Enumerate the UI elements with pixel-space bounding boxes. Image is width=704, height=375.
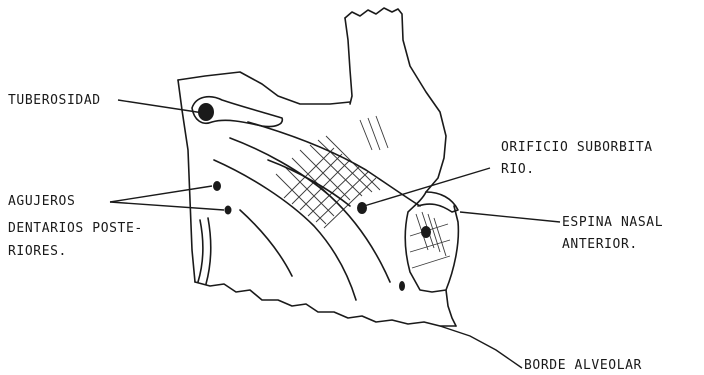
leader-agujeros-2	[110, 202, 224, 210]
ridge-line-2	[214, 160, 356, 300]
label-dentarios-line2: RIORES.	[8, 244, 67, 259]
foramen-dot-1	[213, 181, 221, 191]
nasal-dot	[421, 226, 431, 238]
label-espina-line1: ESPINA NASAL	[562, 215, 663, 230]
ridge-line-4	[268, 160, 350, 206]
leader-orificio	[364, 168, 490, 206]
posterior-arc-1	[198, 220, 203, 282]
label-dentarios-line1: DENTARIOS POSTE-	[8, 221, 143, 236]
leader-agujeros-1	[110, 186, 212, 202]
leader-espina	[460, 212, 560, 222]
label-borde-alveolar: BORDE ALVEOLAR	[524, 358, 642, 373]
frontal-process-left-edge	[345, 18, 352, 104]
label-orificio-line2: RIO.	[501, 162, 535, 177]
label-orificio-line1: ORIFICIO SUBORBITA	[501, 140, 653, 155]
label-tuberosidad: TUBEROSIDAD	[8, 93, 101, 108]
alveolar-border	[195, 282, 456, 326]
foramen-dot-2	[225, 206, 232, 215]
label-espina-line2: ANTERIOR.	[562, 237, 638, 252]
suborbital-foramen	[357, 202, 367, 214]
lower-dot	[399, 281, 405, 291]
frontal-process-outline	[345, 8, 446, 192]
posterior-arc-2	[206, 218, 211, 284]
ridge-line-5	[240, 210, 292, 276]
leader-borde	[440, 326, 522, 368]
anterior-edge	[446, 290, 456, 326]
hatch-group	[276, 116, 450, 268]
label-agujeros: AGUJEROS	[8, 194, 75, 209]
orbital-surface-edge	[178, 72, 350, 104]
